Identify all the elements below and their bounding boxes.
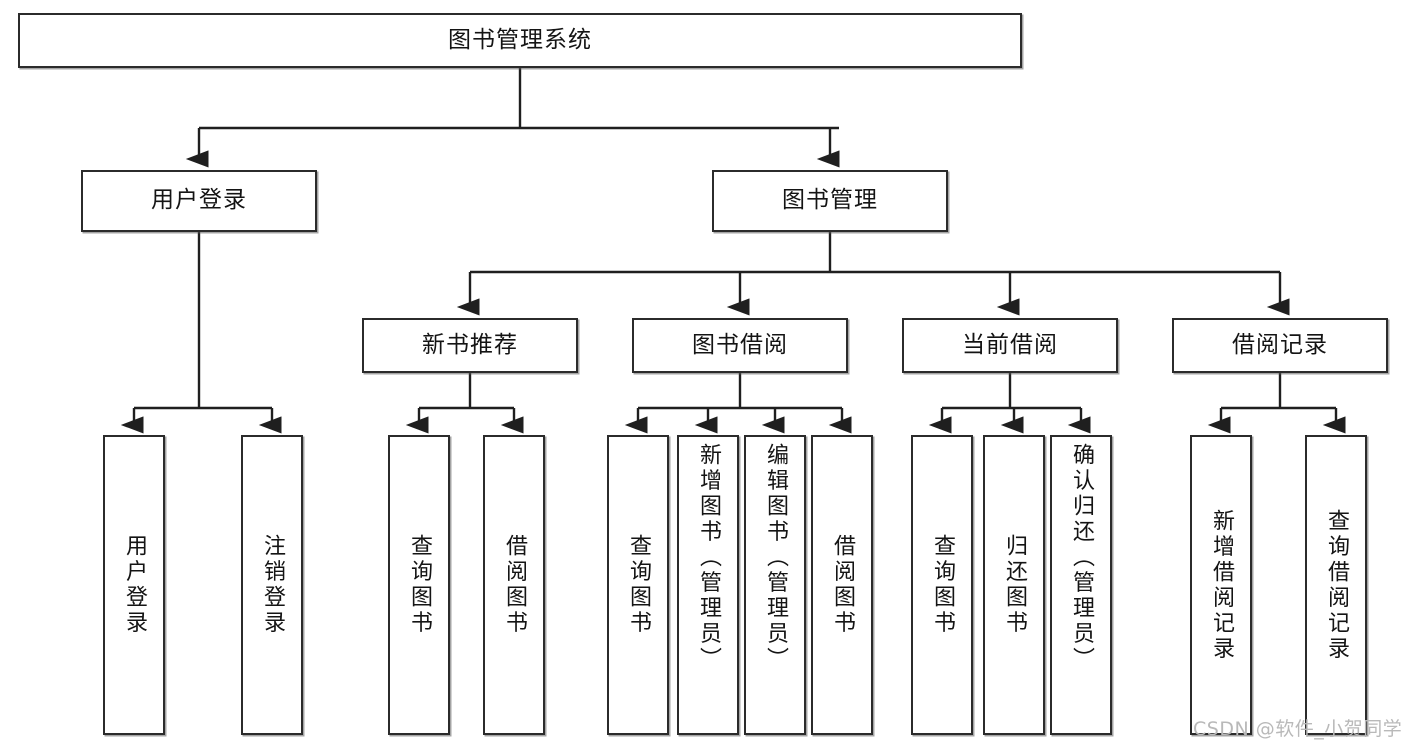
node-leaf-query-book-3-label: 查询图书 [930,534,955,636]
node-leaf-add-record[interactable]: 新增借阅记录 [1190,435,1252,735]
node-new-book-recommend-label: 新书推荐 [422,331,518,358]
node-leaf-user-login-label: 用户登录 [122,534,147,636]
node-leaf-edit-book[interactable]: 编辑图书（管理员） [744,435,806,735]
node-book-manage-label: 图书管理 [782,187,878,214]
node-leaf-confirm-return-label: 确认归还（管理员） [1069,443,1094,673]
node-leaf-query-book-1-label: 查询图书 [407,534,432,636]
node-root-label: 图书管理系统 [448,26,592,53]
csdn-watermark: CSDN @软件_小贺同学 [1193,718,1403,740]
node-leaf-query-book-3[interactable]: 查询图书 [911,435,973,735]
node-leaf-confirm-return[interactable]: 确认归还（管理员） [1050,435,1112,735]
node-leaf-edit-book-label: 编辑图书（管理员） [763,443,788,673]
node-leaf-borrow-book-2[interactable]: 借阅图书 [811,435,873,735]
node-leaf-borrow-book-1[interactable]: 借阅图书 [483,435,545,735]
node-book-borrow-label: 图书借阅 [692,331,788,358]
node-user-login-label: 用户登录 [151,187,247,214]
node-leaf-query-book-1[interactable]: 查询图书 [388,435,450,735]
node-leaf-return-book[interactable]: 归还图书 [983,435,1045,735]
node-leaf-return-book-label: 归还图书 [1002,534,1027,636]
node-leaf-add-book-label: 新增图书（管理员） [696,443,721,673]
node-new-book-recommend[interactable]: 新书推荐 [362,318,578,373]
node-leaf-add-book[interactable]: 新增图书（管理员） [677,435,739,735]
node-user-login[interactable]: 用户登录 [81,170,317,232]
node-leaf-add-record-label: 新增借阅记录 [1209,508,1234,662]
node-current-borrow-label: 当前借阅 [962,331,1058,358]
node-leaf-query-record-label: 查询借阅记录 [1324,508,1349,662]
node-borrow-record-label: 借阅记录 [1232,331,1328,358]
node-book-borrow[interactable]: 图书借阅 [632,318,848,373]
node-book-manage[interactable]: 图书管理 [712,170,948,232]
node-leaf-borrow-book-1-label: 借阅图书 [502,534,527,636]
node-leaf-query-book-2[interactable]: 查询图书 [607,435,669,735]
node-leaf-query-record[interactable]: 查询借阅记录 [1305,435,1367,735]
node-root[interactable]: 图书管理系统 [18,13,1022,68]
node-borrow-record[interactable]: 借阅记录 [1172,318,1388,373]
node-leaf-borrow-book-2-label: 借阅图书 [830,534,855,636]
node-current-borrow[interactable]: 当前借阅 [902,318,1118,373]
node-leaf-query-book-2-label: 查询图书 [626,534,651,636]
node-leaf-logout-label: 注销登录 [260,534,285,636]
node-leaf-user-login[interactable]: 用户登录 [103,435,165,735]
node-leaf-logout[interactable]: 注销登录 [241,435,303,735]
